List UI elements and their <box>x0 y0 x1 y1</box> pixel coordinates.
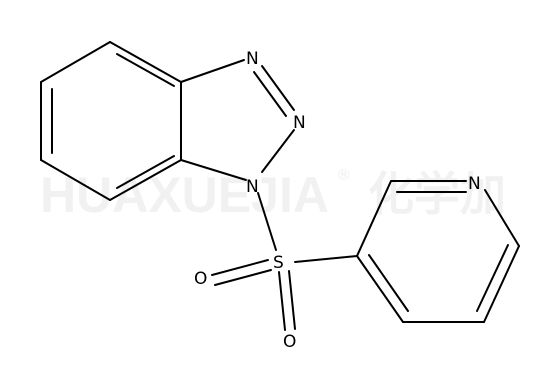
atom-n-mid: N <box>293 113 306 133</box>
triazole-ring <box>180 59 295 181</box>
bond-s-o-bottom-a <box>278 271 286 331</box>
bond-benzene-1 <box>109 41 182 83</box>
bond-pyr-3-inner <box>476 244 509 312</box>
atom-n-pyridine: N <box>468 174 481 194</box>
bond-pyr-1 <box>356 255 404 323</box>
bond-benzene-6 <box>40 41 111 83</box>
watermark-cjk: 化学加 <box>368 167 506 221</box>
bond-benzene-1-inner <box>116 53 175 87</box>
bond-n-n-double-b <box>253 71 287 117</box>
bond-n-n-double-a <box>261 65 295 111</box>
bond-n-c <box>180 159 247 181</box>
pyridine-ring <box>356 180 520 323</box>
atom-o-left: O <box>194 269 207 289</box>
bond-pyr-4 <box>484 189 520 247</box>
bond-pyr-1-inner <box>368 254 409 312</box>
bond-s-o-left-a <box>211 259 269 276</box>
atom-o-bottom: O <box>283 332 296 352</box>
atom-labels: N N N S O O N <box>194 49 481 352</box>
bond-pyr-3 <box>483 245 520 323</box>
watermark: HUAXUEJIA ® 化学加 <box>40 167 506 223</box>
bond-n-s <box>257 192 277 251</box>
bond-s-o-left-b <box>214 269 272 286</box>
atom-n-bottom: N <box>246 177 259 197</box>
sulfonyl-group <box>211 192 358 331</box>
atom-n-top: N <box>246 49 259 69</box>
benzene-ring <box>40 41 182 201</box>
bond-pyr-6 <box>356 180 392 257</box>
bond-benzene-3 <box>109 159 182 201</box>
atom-s: S <box>273 253 284 273</box>
watermark-latin: HUAXUEJIA <box>40 167 329 223</box>
bond-c-n-top <box>180 59 245 83</box>
bond-s-c <box>294 255 358 263</box>
bond-benzene-4 <box>40 159 111 201</box>
bond-benzene-3-inner <box>116 155 175 189</box>
bond-s-o-bottom-b <box>288 270 296 330</box>
bond-n-n-single <box>261 129 295 173</box>
watermark-registered: ® <box>338 167 350 184</box>
